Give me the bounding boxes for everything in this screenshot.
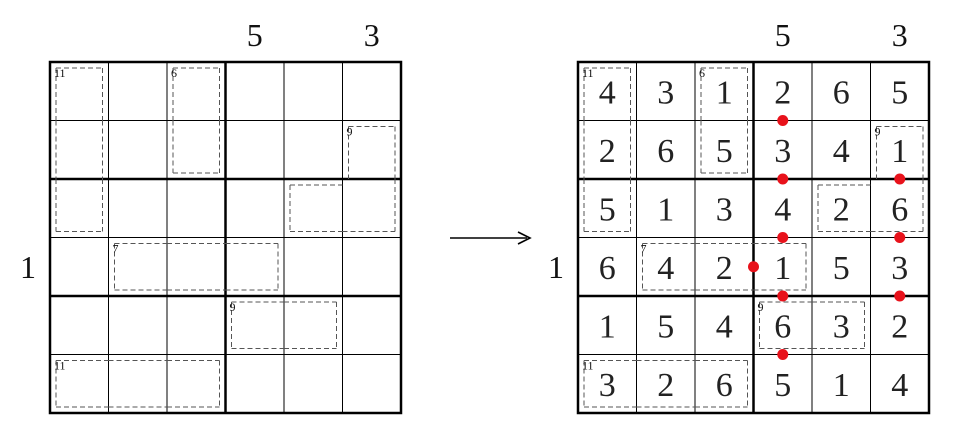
right-cell-digit: 3	[657, 74, 674, 111]
right-cell-digit: 6	[774, 308, 791, 345]
right-red-dot	[777, 115, 789, 126]
right-cell-digit: 5	[657, 308, 674, 345]
right-red-dot	[777, 349, 789, 360]
right-cage-sum: 6	[699, 66, 705, 80]
left-cage-sum: 7	[113, 242, 119, 256]
right-cell-digit: 4	[891, 367, 908, 404]
arrow-head-icon	[517, 231, 532, 245]
right-red-dot	[777, 232, 789, 243]
right-cell-digit: 1	[774, 250, 791, 287]
right-cage	[642, 243, 807, 291]
right-cage	[583, 67, 631, 232]
right-cell-digit: 4	[774, 191, 791, 228]
right-cell-digit: 4	[599, 74, 616, 111]
right-cell-digit: 5	[774, 367, 791, 404]
right-top-clue: 3	[892, 17, 908, 53]
left-top-clue: 3	[364, 17, 380, 53]
right-cell-digit: 4	[833, 133, 850, 170]
right-cage-sum: 9	[758, 300, 764, 314]
left-cage-sum: 9	[230, 300, 236, 314]
left-cage	[55, 67, 103, 232]
right-cell-digit: 5	[833, 250, 850, 287]
right-cell-digit: 2	[774, 74, 791, 111]
right-cell-digit: 3	[833, 308, 850, 345]
right-cell-digit: 6	[657, 133, 674, 170]
right-cell-digit: 5	[599, 191, 616, 228]
left-cage	[231, 301, 337, 349]
right-cell-digit: 3	[716, 191, 733, 228]
left-cage	[114, 243, 279, 291]
right-cell-digit: 2	[833, 191, 850, 228]
left-cage	[289, 126, 396, 232]
right-cage	[759, 301, 865, 349]
right-cage	[817, 126, 924, 232]
right-cell-digit: 3	[891, 250, 908, 287]
right-cell-digit: 6	[833, 74, 850, 111]
right-top-clue: 5	[775, 17, 791, 53]
right-cell-digit: 3	[599, 367, 616, 404]
right-cell-digit: 1	[599, 308, 616, 345]
right-cell-digit: 1	[833, 367, 850, 404]
right-red-dot	[894, 290, 906, 302]
right-cage	[700, 67, 748, 174]
right-cell-digit: 5	[891, 74, 908, 111]
left-cage-sum: 11	[54, 359, 66, 373]
left-top-clue: 5	[247, 17, 263, 53]
right-cell-digit: 2	[657, 367, 674, 404]
left-cage-sum: 11	[54, 66, 66, 80]
right-red-dot	[894, 173, 906, 185]
right-cell-digit: 4	[657, 250, 674, 287]
right-cell-digit: 2	[891, 308, 908, 345]
right-cell-digit: 1	[891, 133, 908, 170]
right-red-dot	[894, 232, 906, 243]
right-cell-digit: 2	[599, 133, 616, 170]
right-cage-sum: 7	[641, 242, 647, 256]
right-cage-sum: 11	[582, 66, 594, 80]
right-cell-digit: 6	[716, 367, 733, 404]
left-cage-sum: 9	[347, 125, 353, 139]
right-left-clue: 1	[548, 249, 564, 285]
right-cell-digit: 6	[599, 250, 616, 287]
right-cell-digit: 2	[716, 250, 733, 287]
left-left-clue: 1	[20, 249, 36, 285]
right-cell-digit: 4	[716, 308, 733, 345]
right-red-dot	[777, 173, 789, 185]
right-cage-sum: 11	[582, 359, 594, 373]
right-cage	[583, 360, 748, 408]
right-cage-sum: 9	[875, 125, 881, 139]
right-cell-digit: 6	[891, 191, 908, 228]
right-red-dot	[777, 290, 789, 302]
right-cell-digit: 3	[774, 133, 791, 170]
right-cell-digit: 1	[657, 191, 674, 228]
left-grid-border	[48, 60, 403, 415]
left-cage-sum: 6	[171, 66, 177, 80]
right-cell-digit: 1	[716, 74, 733, 111]
right-red-dot	[748, 261, 759, 273]
left-cage	[172, 67, 220, 174]
right-grid-border	[576, 60, 931, 415]
left-cage	[55, 360, 220, 408]
right-cell-digit: 5	[716, 133, 733, 170]
